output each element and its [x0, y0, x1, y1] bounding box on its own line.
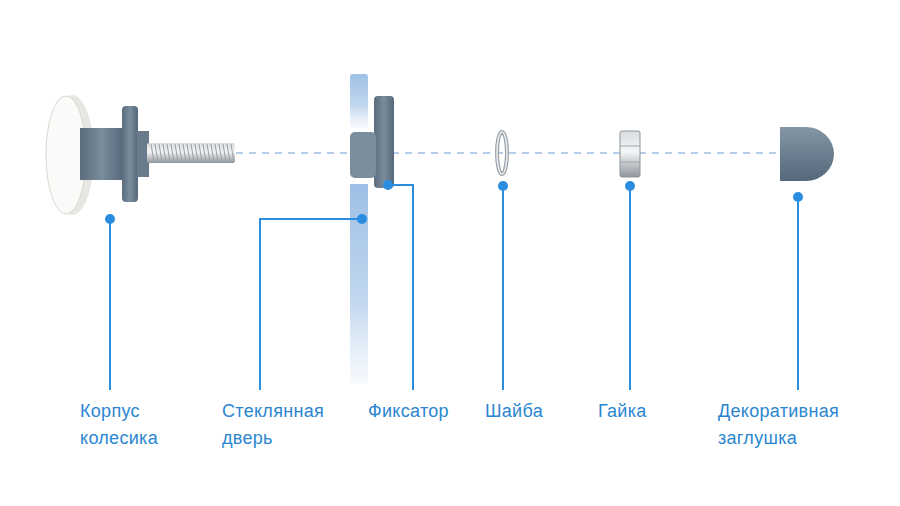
thread-line [195, 144, 198, 162]
thread-line [203, 144, 206, 162]
part-label: Фиксатор [368, 398, 449, 425]
leader-line [260, 219, 362, 390]
nut [620, 131, 640, 177]
leader-line [629, 186, 631, 390]
leader-line [502, 186, 504, 390]
thread-line [211, 144, 214, 162]
thread-line [191, 144, 194, 162]
thread-line [155, 144, 158, 162]
thread-line [175, 144, 178, 162]
part-label: Шайба [485, 398, 543, 425]
thread-line [231, 144, 234, 162]
thread-line [171, 144, 174, 162]
part-label: Стеклянная дверь [222, 398, 352, 452]
leader-line [109, 219, 111, 390]
glass-door [350, 74, 368, 384]
thread-line [227, 144, 230, 162]
thread-line [167, 144, 170, 162]
leader-dot [105, 214, 115, 224]
washer [497, 132, 507, 174]
thread-line [151, 144, 154, 162]
leader-dot [498, 181, 508, 191]
leader-line [388, 185, 413, 390]
thread-line [199, 144, 202, 162]
leader-dots [105, 180, 803, 224]
thread-line [223, 144, 226, 162]
leader-dot [357, 214, 367, 224]
thread-line [183, 144, 186, 162]
thread-line [215, 144, 218, 162]
leader-dot [793, 192, 803, 202]
thread-line [207, 144, 210, 162]
thread-line [219, 144, 222, 162]
leader-line [797, 197, 799, 390]
leader-dot [383, 180, 393, 190]
decorative-cap [780, 127, 834, 181]
leader-lines [110, 185, 798, 390]
fixator [350, 96, 394, 188]
thread-line [179, 144, 182, 162]
part-label: Корпус колесика [80, 398, 180, 452]
thread-line [163, 144, 166, 162]
part-label: Гайка [598, 398, 647, 425]
thread-line [187, 144, 190, 162]
thread-line [159, 144, 162, 162]
wheel-body [46, 95, 235, 215]
leader-dot [625, 181, 635, 191]
part-label: Декоративная заглушка [718, 398, 878, 452]
